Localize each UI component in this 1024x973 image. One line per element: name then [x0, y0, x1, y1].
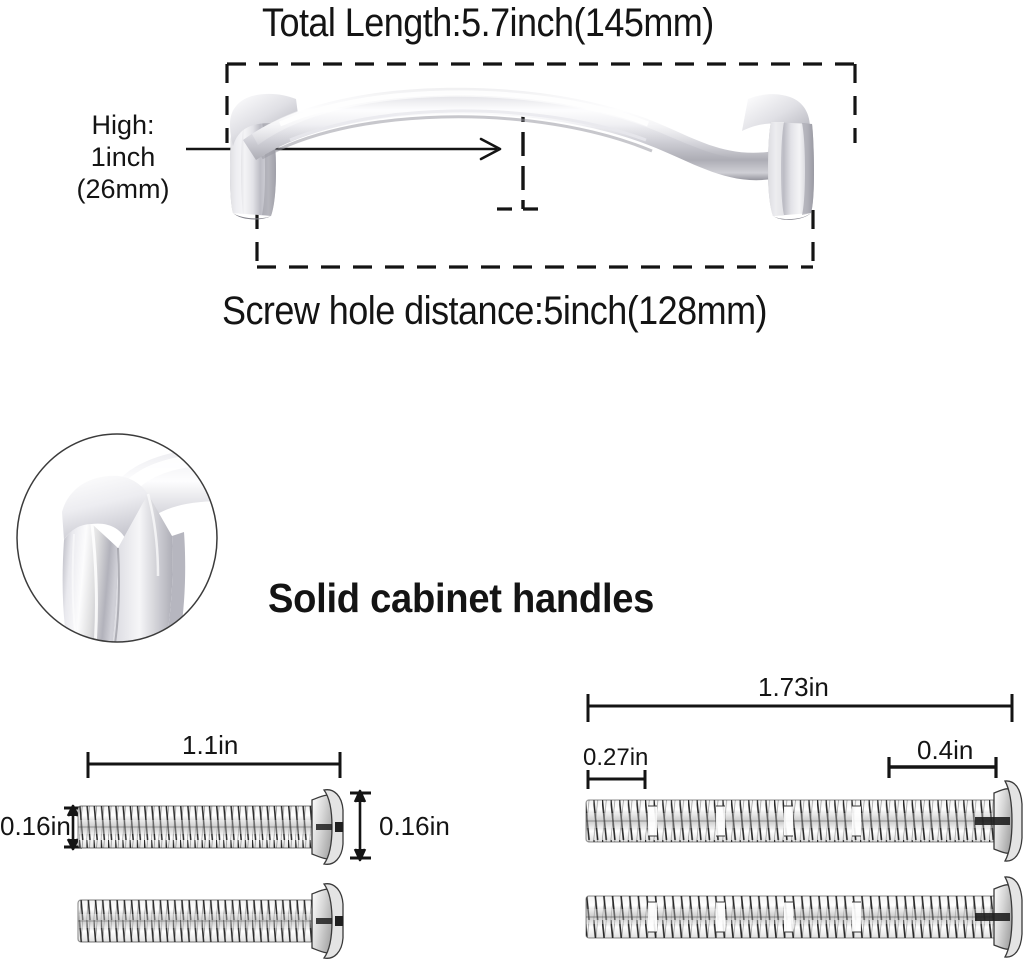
- short-screw-length-label: 1.1in: [182, 730, 239, 760]
- handle-height-label: High: 1inch (26mm): [48, 110, 198, 206]
- height-dimension-marker: [497, 98, 546, 209]
- short-screw-thickness-label-right: 0.16in: [379, 811, 450, 841]
- handle-detail-inset: [15, 432, 276, 660]
- short-screw-1: [78, 790, 343, 865]
- total-length-dashed-box: [227, 64, 855, 143]
- long-screw-1: [586, 781, 1022, 861]
- handle-height-label-line1: High:: [91, 110, 155, 140]
- long-screw-2: [586, 877, 1022, 957]
- long-screw-length-label: 1.73in: [758, 672, 829, 702]
- short-screw-2: [78, 884, 343, 959]
- long-screw-head-label: 0.4in: [917, 735, 974, 765]
- height-leader-arrow: [186, 139, 500, 159]
- short-screw-thickness-label-left: 0.16in: [0, 811, 71, 841]
- solid-cabinet-handles-heading: Solid cabinet handles: [268, 575, 655, 621]
- screw-hole-distance-dashed-box: [257, 210, 813, 267]
- handle-height-label-line3: (26mm): [76, 173, 170, 204]
- handle-height-label-line2: 1inch: [90, 141, 156, 172]
- long-screw-segment-dimension: [588, 770, 645, 789]
- long-screw-segment-label: 0.27in: [583, 744, 649, 771]
- total-length-caption: Total Length:5.7inch(145mm): [262, 1, 714, 45]
- short-screw-thickness-dimension-right: [350, 791, 371, 860]
- screw-hole-distance-caption: Screw hole distance:5inch(128mm): [222, 289, 768, 333]
- cabinet-handle-illustration: [230, 86, 814, 220]
